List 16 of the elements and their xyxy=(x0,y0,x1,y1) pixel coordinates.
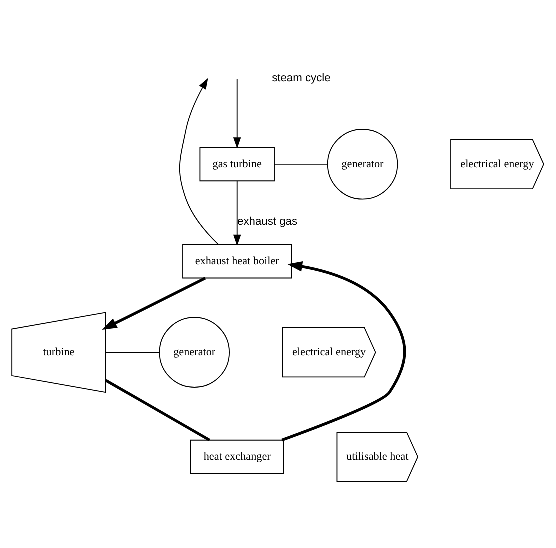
node-circle: generator xyxy=(327,128,398,200)
connector xyxy=(105,378,210,441)
arrow xyxy=(282,260,406,442)
node-box: turbine xyxy=(12,312,106,393)
arrow xyxy=(233,78,242,148)
node-box: exhaust heat boiler xyxy=(182,244,292,278)
arrow xyxy=(102,276,206,330)
connector xyxy=(274,163,328,164)
edge-label: exhaust gas xyxy=(238,215,298,228)
arrow xyxy=(179,78,220,245)
label: steam cycle xyxy=(272,72,331,84)
arrow xyxy=(233,180,242,246)
node-box: gas turbine xyxy=(200,146,275,182)
connector xyxy=(106,352,160,353)
node-circle: generator xyxy=(159,316,230,388)
node-box: heat exchanger xyxy=(190,439,284,474)
